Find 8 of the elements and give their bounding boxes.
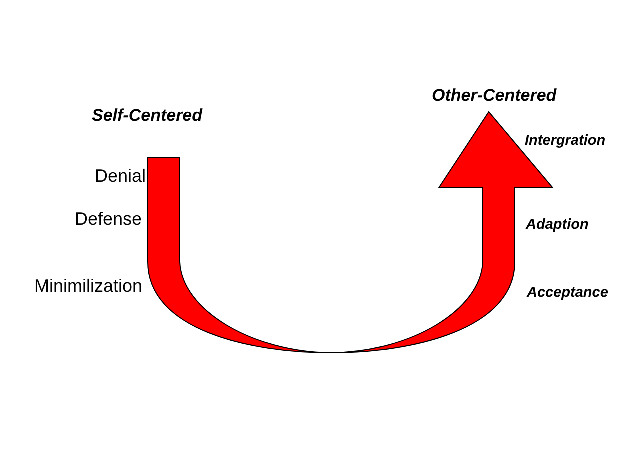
stage-label: Defense: [75, 210, 142, 228]
heading-text: Self-Centered: [92, 106, 203, 124]
stage-label: Adaption: [526, 218, 589, 232]
heading-text: Other-Centered: [432, 86, 557, 104]
stage-label: Acceptance: [527, 286, 608, 300]
stage-label: Denial: [95, 166, 146, 184]
stage-label: Intergration: [525, 134, 606, 148]
stage-label: Minimilization: [34, 276, 143, 294]
